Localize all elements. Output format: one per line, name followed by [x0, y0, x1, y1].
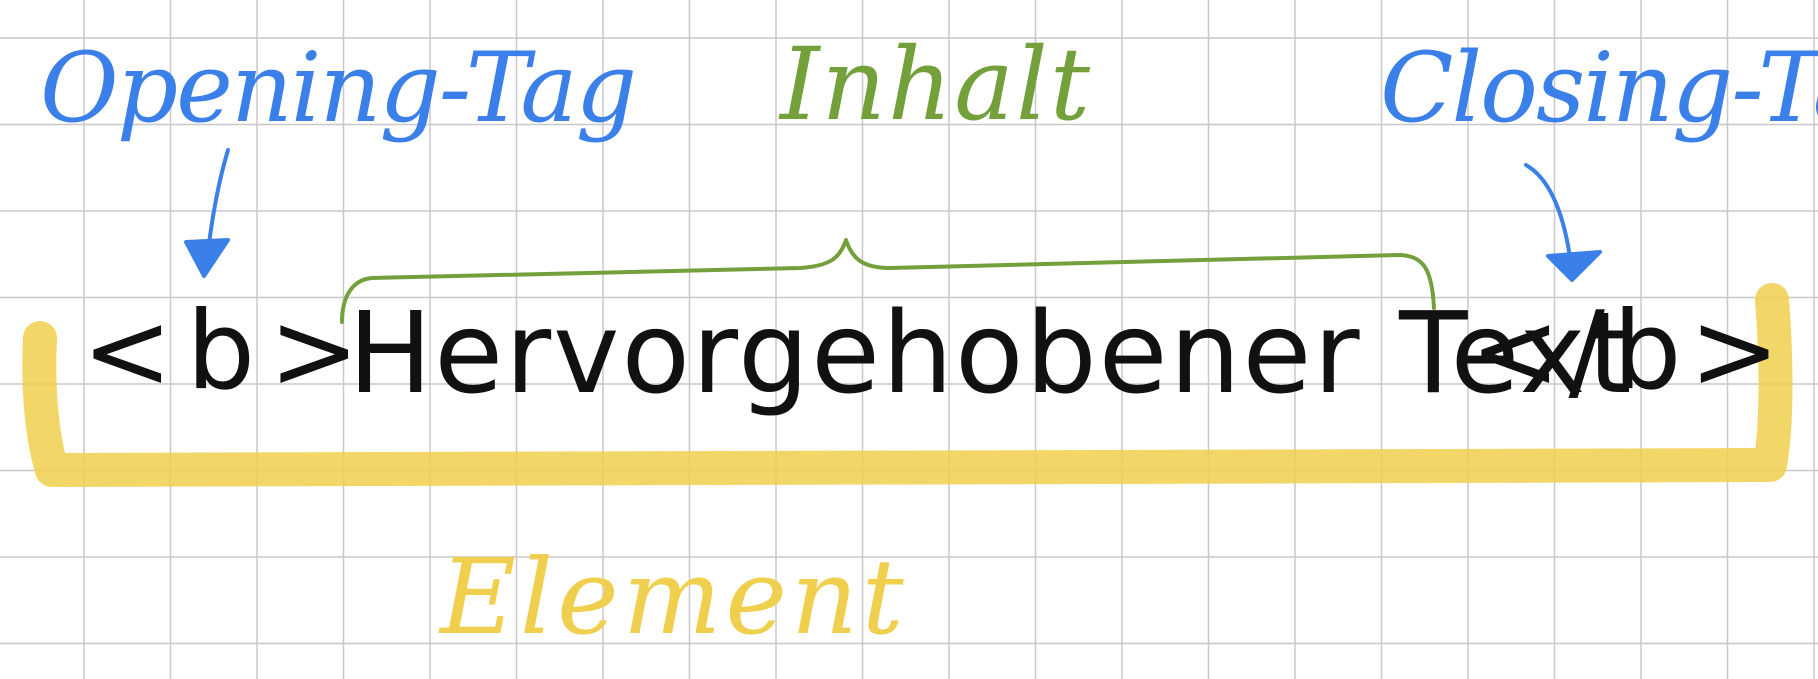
opening-arrow-head: [184, 238, 230, 278]
opening-tag-label: Opening-Tag: [40, 32, 637, 144]
closing-tag-label: Closing-Tag: [1380, 32, 1818, 144]
element-label: Element: [440, 536, 908, 658]
element-bracket: [22, 283, 1793, 487]
content-code: Hervorgehobener Text: [348, 289, 1634, 419]
inhalt-label: Inhalt: [780, 26, 1093, 143]
open-tag-code: <b>: [82, 289, 374, 414]
closing-arrow-head: [1546, 250, 1602, 282]
close-tag-code: </b>: [1470, 289, 1788, 414]
inhalt-brace: [340, 238, 1436, 324]
